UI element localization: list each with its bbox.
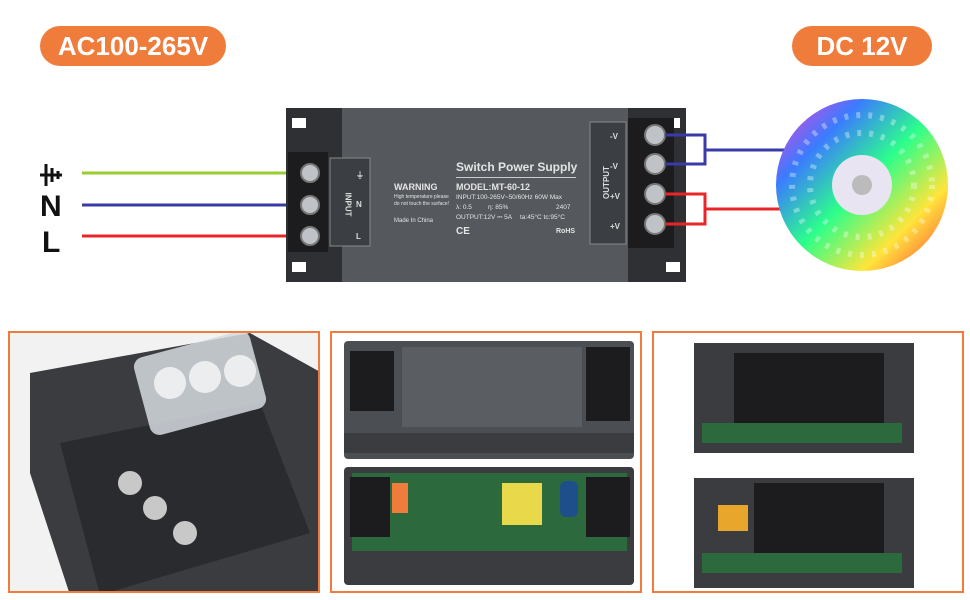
photo-terminal-closeup xyxy=(8,331,320,593)
psu-label-area: Switch Power Supply WARNING High tempera… xyxy=(380,150,590,260)
psu-temps: ta:45°C tc:95°C xyxy=(520,214,565,221)
led-strip-reel xyxy=(776,99,948,271)
output-voltage-badge: DC 12V xyxy=(792,26,932,66)
neutral-label: N xyxy=(40,190,62,223)
input-voltage-badge: AC100-265V xyxy=(40,26,226,66)
positive-output-wire xyxy=(665,192,790,226)
psu-warning-note-1: High temperature please xyxy=(394,194,449,200)
line-label: L xyxy=(42,226,61,259)
negative-output-wire xyxy=(665,133,790,166)
psu-warning-note-2: do not touch the surface! xyxy=(394,201,450,207)
ground-icon xyxy=(38,160,64,190)
photo-pcb-terminals xyxy=(652,331,964,593)
psu-efficiency: η: 85% xyxy=(488,204,509,211)
input-terminal-label: INPUT N L ⏚ xyxy=(343,171,365,241)
wiring-diagram xyxy=(82,99,948,282)
psu-rohs-mark: RoHS xyxy=(556,228,576,235)
output-terminal-label: OUTPUT -V -V +V +V xyxy=(601,132,621,231)
psu-ce-mark: CE xyxy=(456,226,470,237)
psu-code: 2407 xyxy=(556,204,571,211)
psu-made-in: Made In China xyxy=(394,218,434,224)
psu-power-factor: λ: 0.5 xyxy=(456,204,472,211)
psu-input-spec: INPUT:100-265V~50/60Hz 60W Max xyxy=(456,194,563,201)
psu-warning: WARNING xyxy=(394,182,438,192)
psu-model: MODEL:MT-60-12 xyxy=(456,182,531,192)
psu-title: Switch Power Supply xyxy=(456,160,578,174)
psu-output-spec: OUTPUT:12V ⎓ 5A xyxy=(456,214,513,221)
photo-exterior-and-interior xyxy=(330,331,642,593)
power-supply-unit xyxy=(286,108,686,282)
